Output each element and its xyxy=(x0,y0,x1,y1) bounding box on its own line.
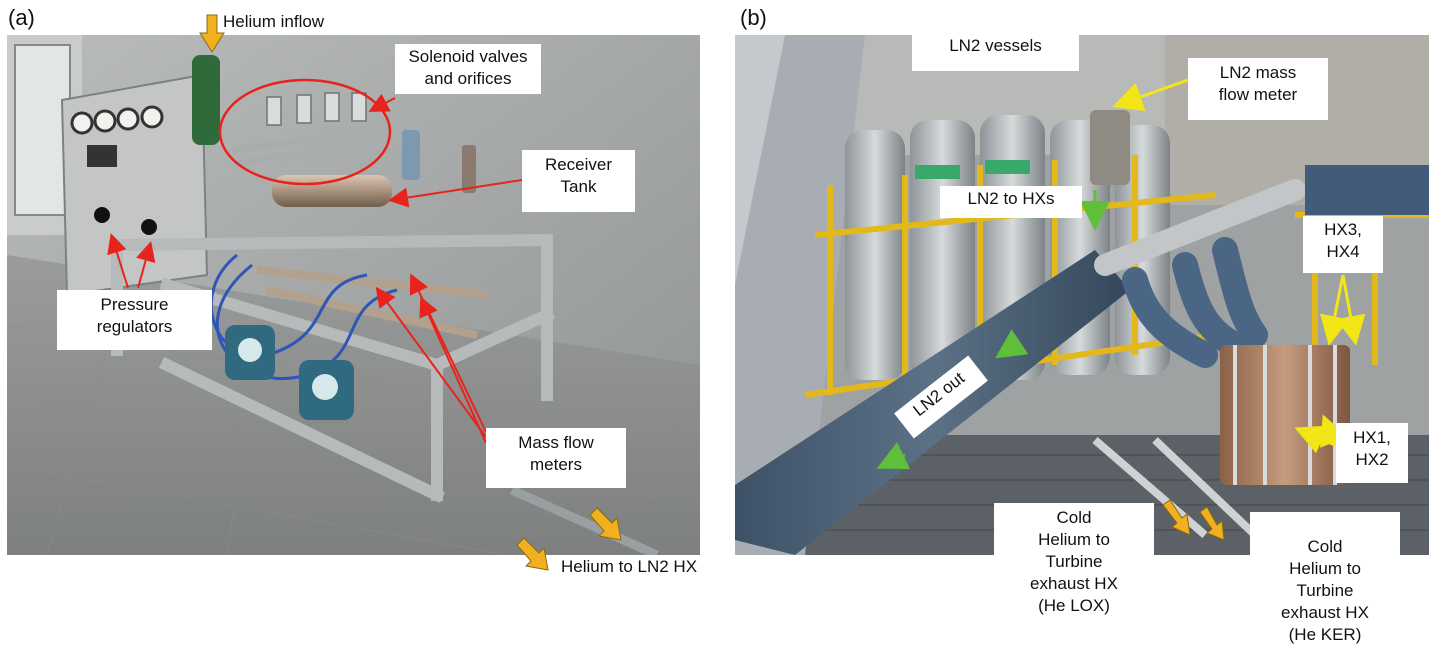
label-hx1-hx2: HX1, HX2 xyxy=(1336,423,1408,483)
label-cold-helium-lox: Cold Helium to Turbine exhaust HX (He LO… xyxy=(994,503,1154,629)
label-ln2-to-hxs: LN2 to HXs xyxy=(940,186,1082,218)
label-hx3-hx4: HX3, HX4 xyxy=(1303,216,1383,273)
label-ln2-vessels: LN2 vessels xyxy=(912,29,1079,71)
label-helium-to-ln2: Helium to LN2 HX xyxy=(561,557,698,576)
panel-a-letter: (a) xyxy=(8,5,35,30)
label-cold-helium-ker: Cold Helium to Turbine exhaust HX (He KE… xyxy=(1250,512,1400,644)
label-receiver-tank: Receiver Tank xyxy=(522,150,635,212)
label-ln2-mass-flow-meter: LN2 mass flow meter xyxy=(1188,58,1328,120)
label-mass-flow-meters: Mass flow meters xyxy=(486,428,626,488)
label-helium-inflow: Helium inflow xyxy=(223,12,325,31)
label-solenoid-valves: Solenoid valves and orifices xyxy=(395,44,541,94)
panel-b-letter: (b) xyxy=(740,5,767,30)
label-pressure-regulators: Pressure regulators xyxy=(57,290,212,350)
